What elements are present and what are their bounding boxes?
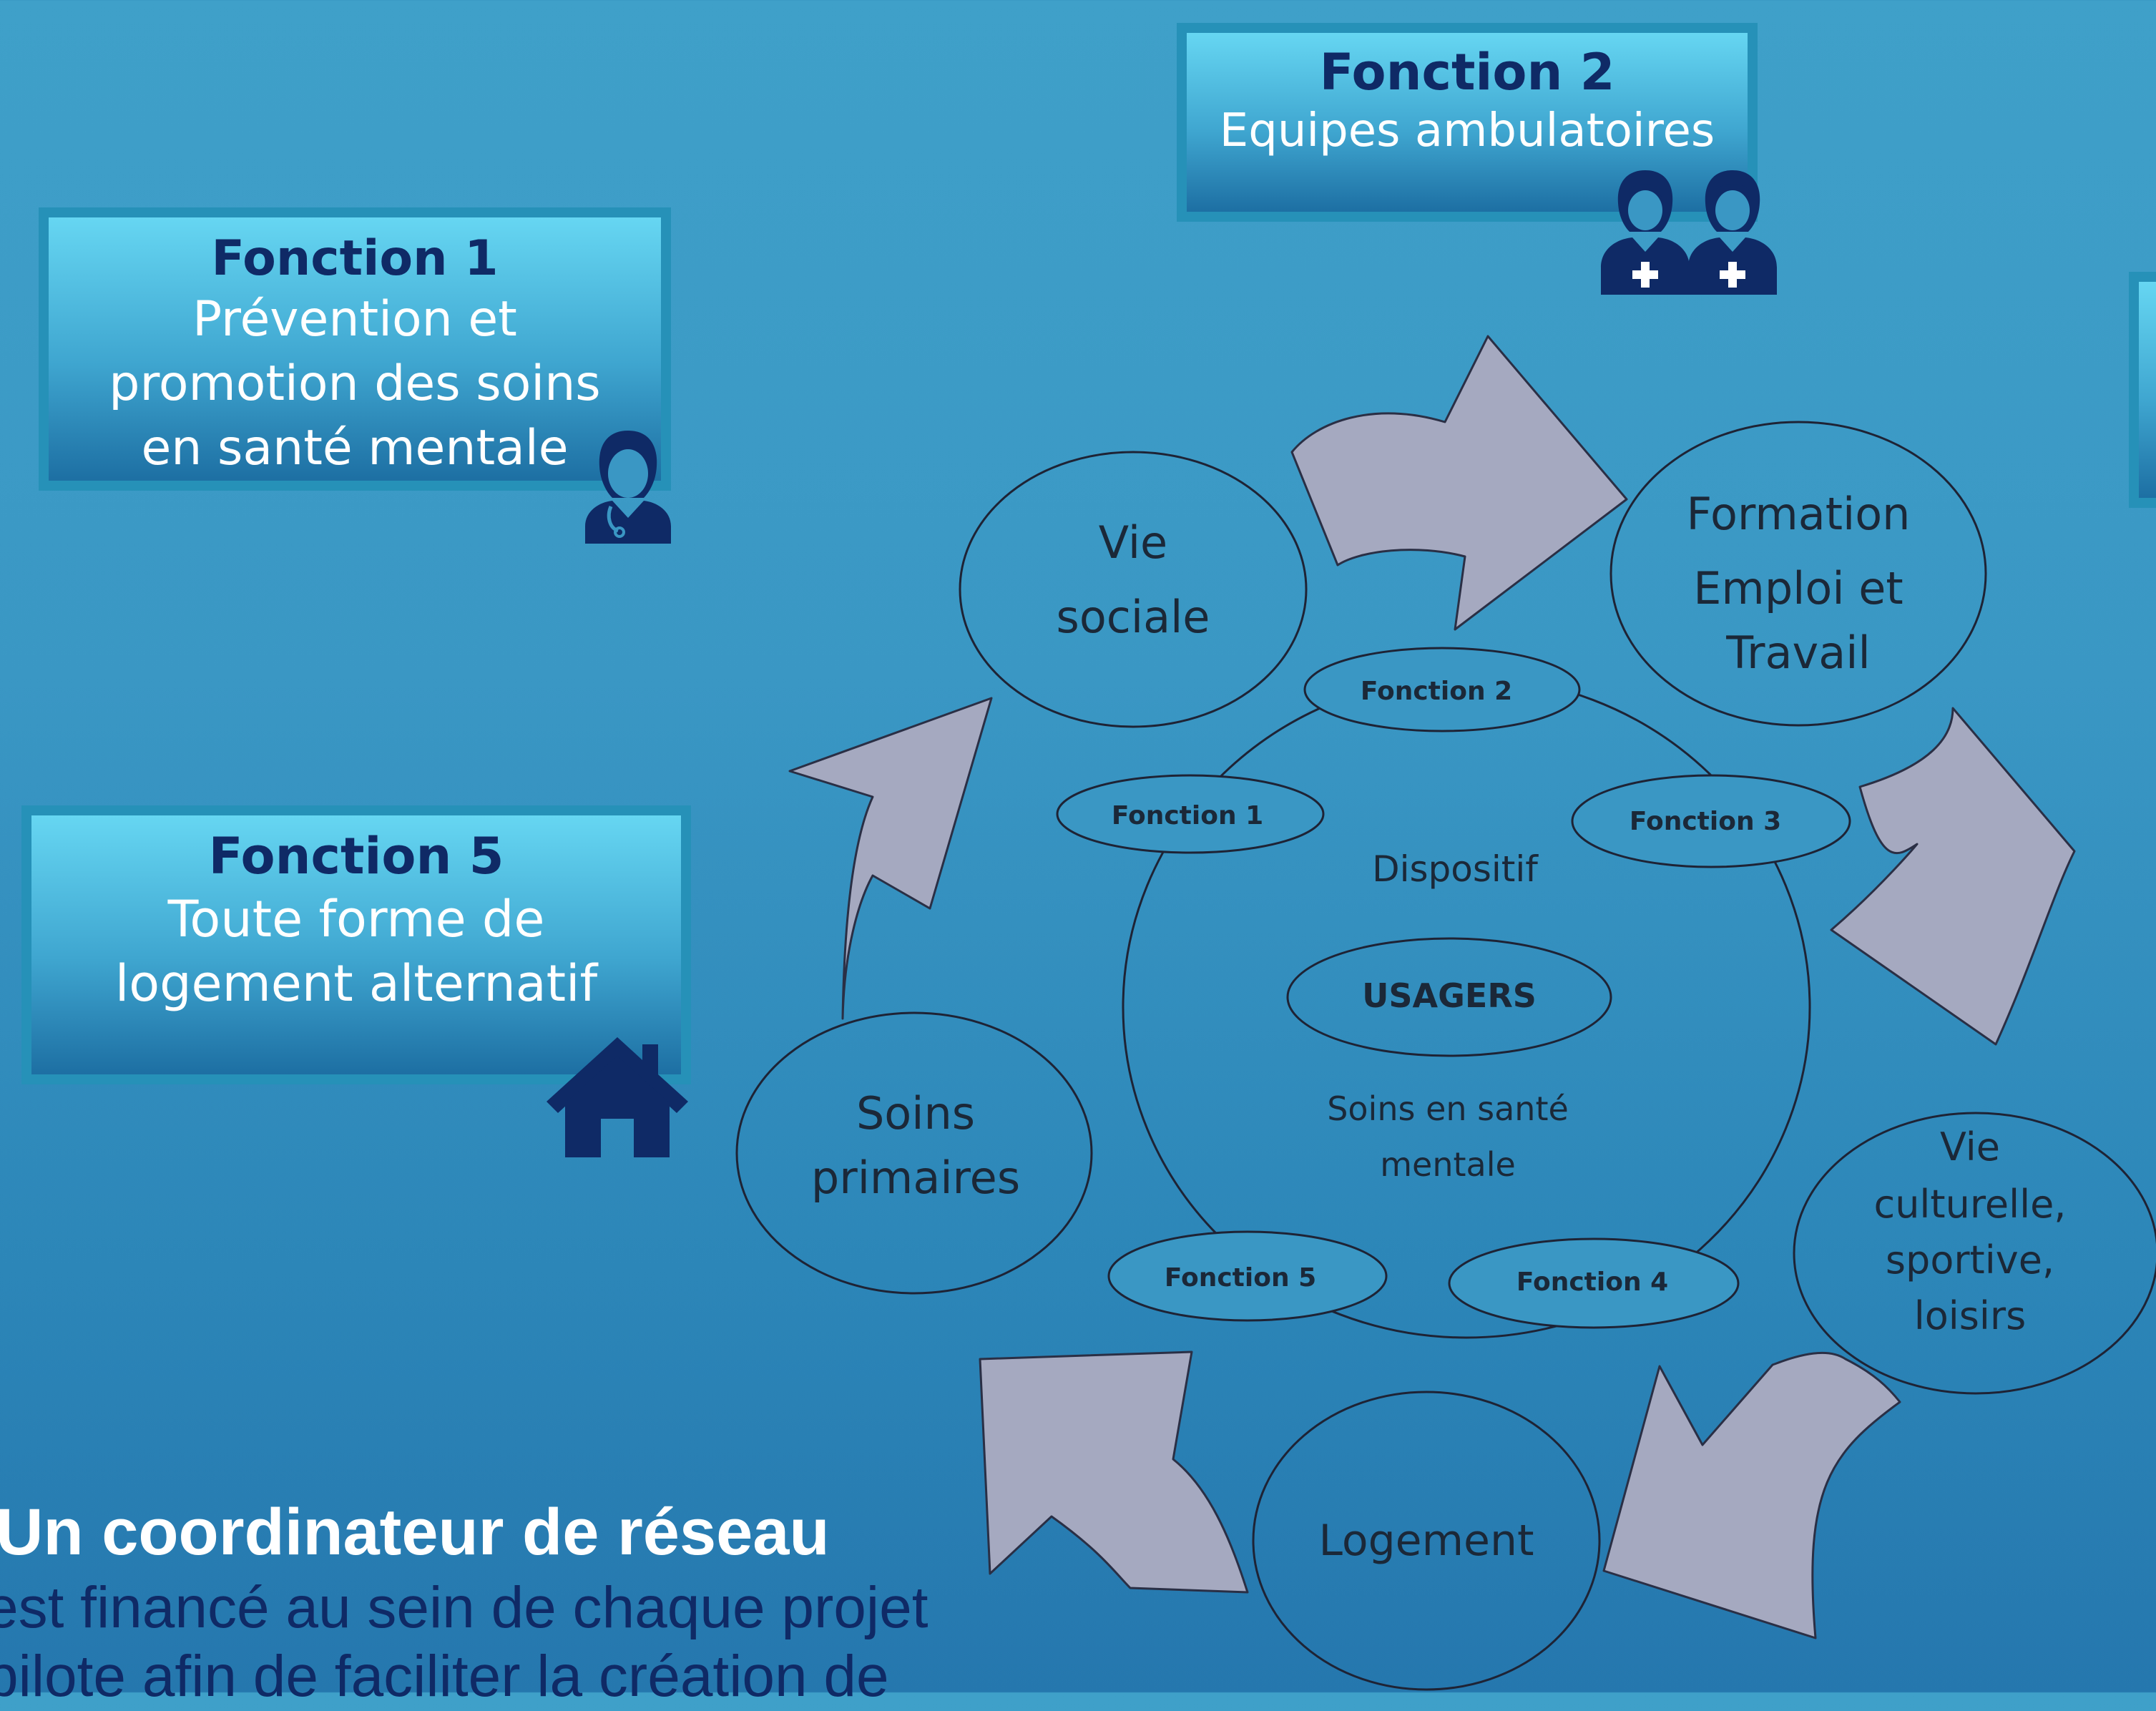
fonction-3-card-partial [2129,272,2156,508]
coordinator-line-2: pilote afin de faciliter la création de [0,1644,889,1709]
formation-label-3: Travail [1725,627,1870,679]
coordinator-title: Un coordinateur de réseau [0,1496,830,1569]
arrow-bottom-left [979,1350,1249,1594]
soins-sante-label-2: mentale [1380,1145,1516,1184]
fonction-4-ellipse [1448,1237,1740,1329]
doctor-icon [585,431,671,544]
fonction-5-title: Fonction 5 [208,827,504,886]
vie-culturelle-label-4: loisirs [1914,1293,2027,1338]
dispositif-label: Dispositif [1372,848,1539,890]
formation-circle [1609,421,1987,727]
soins-sante-label-1: Soins en santé [1327,1089,1569,1128]
coordinator-text: est financé au sein de chaque projet pil… [0,1574,987,1711]
fonction-3-ellipse [1571,774,1851,868]
fonction-1-ellipse-label: Fonction 1 [1112,801,1263,830]
fonction-1-ellipse [1056,774,1325,854]
formation-label-2: Emploi et [1693,562,1903,614]
fonction-5-ellipse-label: Fonction 5 [1165,1263,1316,1293]
fonction-4-ellipse-label: Fonction 4 [1516,1268,1668,1297]
fonction-2-title: Fonction 2 [1319,43,1615,102]
arrow-left [788,697,993,1020]
arrow-bottom-right [1602,1352,1901,1639]
fonction-2-ellipse-label: Fonction 2 [1361,677,1512,706]
fonction-3-ellipse-label: Fonction 3 [1630,807,1781,836]
usagers-label: USAGERS [1362,976,1537,1015]
vie-sociale-circle [959,451,1308,728]
nurses-icon [1601,170,1777,295]
logement-circle [1252,1391,1601,1691]
fonction-1-text: Prévention et promotion des soins en san… [109,291,601,476]
vie-sociale-label-1: Vie [1099,516,1167,569]
fonction-2-text: Equipes ambulatoires [1219,104,1715,157]
vie-culturelle-label-3: sportive, [1886,1237,2054,1283]
vie-sociale-label-2: sociale [1057,591,1210,643]
arrow-right [1830,707,2076,1046]
vie-culturelle-circle [1793,1112,2156,1395]
formation-label-1: Formation [1687,488,1911,540]
soins-primaires-circle [735,1011,1093,1295]
logement-label: Logement [1319,1516,1534,1566]
vie-culturelle-label-2: culturelle, [1874,1182,2067,1227]
fonction-1-title: Fonction 1 [211,230,499,287]
arrow-top [1290,335,1628,631]
soins-primaires-label-2: primaires [811,1152,1020,1204]
fonction-2-ellipse [1303,647,1581,732]
vie-culturelle-label-1: Vie [1940,1124,2000,1170]
fonction-1-card: Fonction 1 Prévention et promotion des s… [39,207,671,491]
fonction-5-text: Toute forme de logement alternatif [114,890,598,1013]
usagers-ellipse [1286,937,1612,1057]
fonction-5-ellipse [1107,1230,1388,1322]
fonction-5-card: Fonction 5 Toute forme de logement alter… [21,805,691,1084]
soins-primaires-label-1: Soins [856,1087,975,1139]
coordinator-line-1: est financé au sein de chaque projet [0,1575,928,1640]
house-icon [547,1037,688,1157]
